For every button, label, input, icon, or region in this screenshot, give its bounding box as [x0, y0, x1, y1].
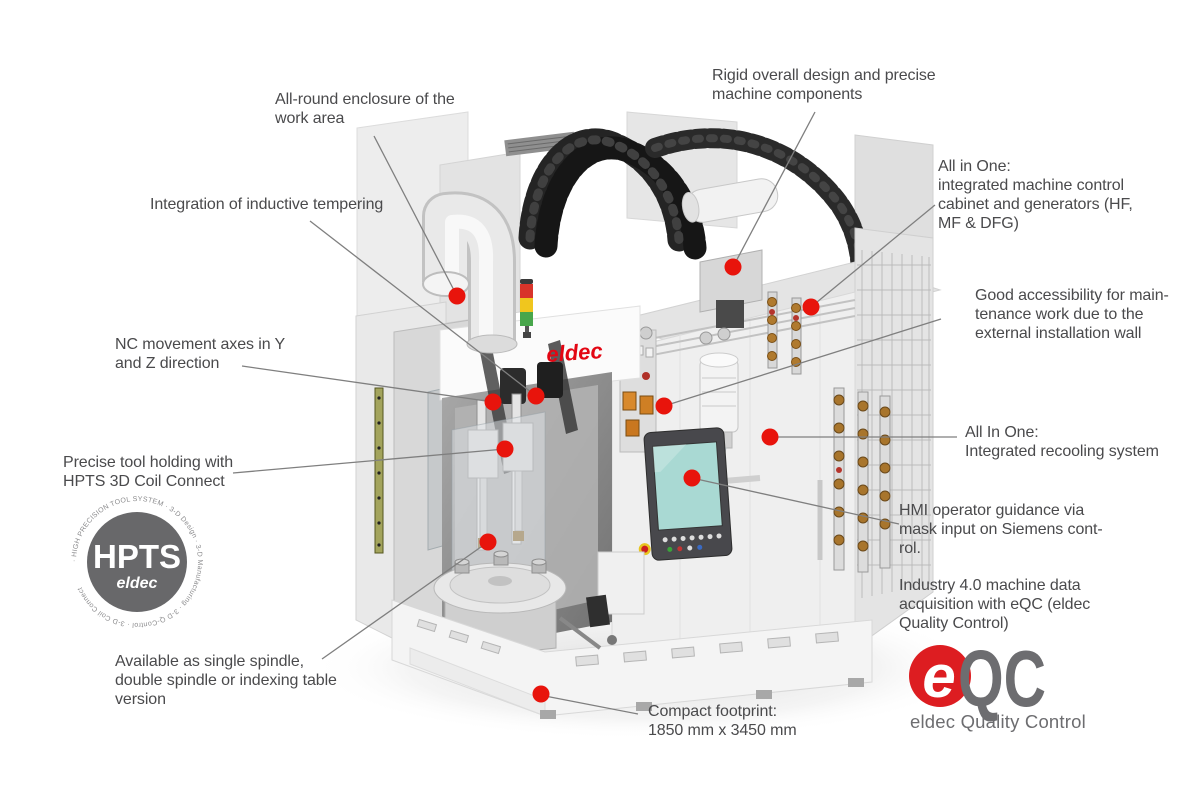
stack-light-green: [520, 312, 533, 326]
callout-industry-4-0: Industry 4.0 machine data acquisition wi…: [899, 577, 1091, 632]
eqc-red-circle: [909, 645, 971, 707]
callout-line: [544, 695, 639, 715]
emergency-stop-button: [641, 545, 649, 553]
callout-dot: [448, 287, 466, 305]
callout-dot: [527, 387, 545, 405]
callout-nc-axes: NC movement axes in Y and Z direction: [115, 336, 286, 372]
bracket-connector: [716, 300, 744, 328]
eldec-brand-logo: eldec: [546, 338, 604, 367]
light-curtain-sensors: [377, 396, 381, 547]
generator-module: [601, 178, 942, 649]
callout-good-accessibility: Good accessibility for main- tenance wor…: [975, 287, 1169, 342]
callout-line: [663, 318, 942, 407]
callout-line: [373, 135, 458, 297]
callout-dot: [802, 298, 820, 316]
callout-dot: [479, 533, 497, 551]
callout-dot: [683, 469, 701, 487]
hpts-brand: eldec: [117, 575, 158, 592]
callout-markers: [448, 258, 820, 703]
callout-dot: [724, 258, 742, 276]
callout-dot: [655, 397, 673, 415]
callout-line: [321, 541, 489, 660]
work-area-module: eldec: [355, 301, 641, 666]
callout-dot: [761, 428, 779, 446]
stack-light-red: [520, 284, 533, 298]
hpts-badge-circle: [87, 512, 187, 612]
callout-precise-tool-holding: Precise tool holding with HPTS 3D Coil C…: [63, 454, 234, 490]
hpts-acronym: HPTS: [93, 538, 181, 575]
callout-line: [232, 448, 506, 474]
base-vent-slots: [416, 618, 839, 667]
stack-light-yellow: [520, 298, 533, 312]
eqc-logo: e QC eldec Quality Control: [909, 636, 1086, 732]
callout-line: [810, 204, 936, 308]
callout-leaders: [232, 111, 957, 715]
eqc-initial: e: [922, 643, 955, 710]
callout-all-in-one-cabinet: All in One: integrated machine control c…: [938, 158, 1133, 232]
hpts-badge: · HIGH PRECISION TOOL SYSTEM · 3-D Desig…: [71, 496, 203, 628]
spindle-head-bracket: [699, 249, 763, 313]
callout-line: [732, 111, 816, 268]
callout-rigid-design: Rigid overall design and precise machine…: [712, 67, 936, 103]
misc-parts: [558, 551, 645, 650]
hmi-panel: [638, 427, 733, 561]
machine-base: [391, 599, 873, 719]
callout-hmi-guidance: HMI operator guidance via mask input on …: [899, 502, 1103, 557]
deck-tank: [681, 178, 779, 223]
eqc-caption: eldec Quality Control: [910, 711, 1086, 732]
callout-dot: [532, 685, 550, 703]
workpiece-fixtures: [454, 550, 547, 574]
callout-line: [691, 477, 900, 525]
callout-compact-footprint: Compact footprint: 1850 mm x 3450 mm: [648, 703, 797, 739]
callout-spindle-versions: Available as single spindle, double spin…: [115, 653, 337, 708]
callout-dot: [496, 440, 514, 458]
light-curtain: [374, 387, 384, 554]
callout-line: [241, 365, 494, 403]
coolant-manifolds: [697, 291, 891, 573]
callout-dot: [484, 393, 502, 411]
stack-light: [520, 279, 533, 338]
machine-feet: [540, 678, 864, 719]
callout-inductive-tempering: Integration of inductive tempering: [150, 196, 384, 213]
callout-line: [309, 220, 537, 397]
eqc-acronym: QC: [958, 636, 1046, 723]
callout-all-round-enclosure: All-round enclosure of the work area: [275, 91, 455, 127]
callout-all-in-one-recooling: All In One: Integrated recooling system: [965, 424, 1159, 460]
